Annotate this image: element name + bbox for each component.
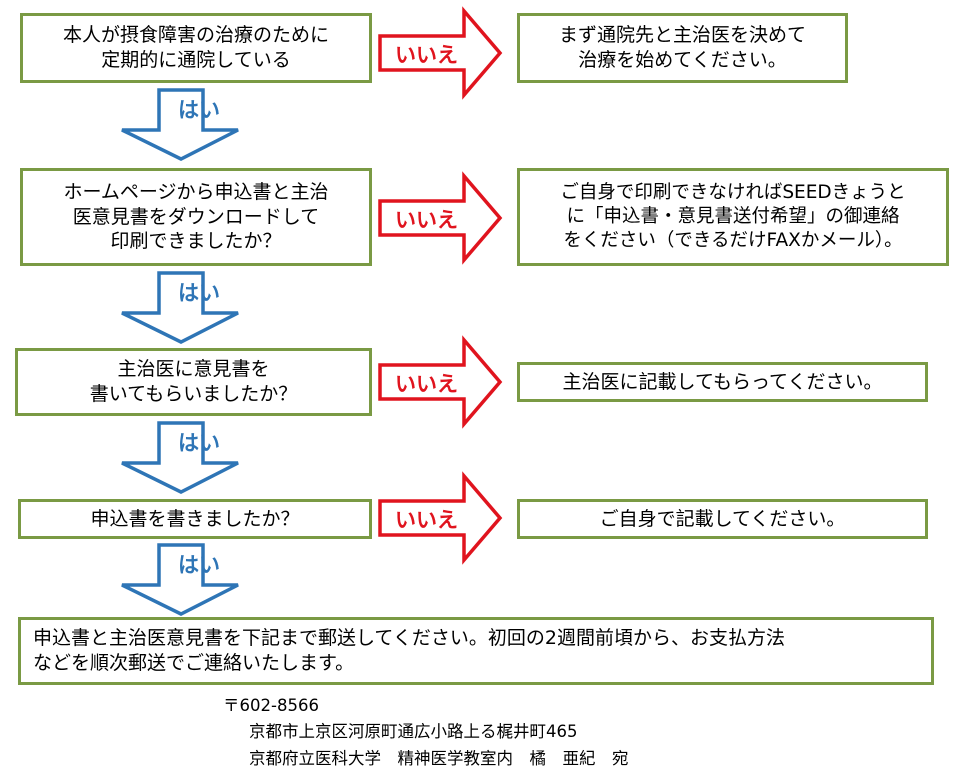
question-2-line-2: 医意見書をダウンロードして <box>72 205 320 228</box>
answer-box-3: 主治医に記載してもらってください。 <box>517 362 928 402</box>
question-box-1: 本人が摂食障害の治療のために 定期的に通院している <box>20 13 372 83</box>
question-box-2: ホームページから申込書と主治 医意見書をダウンロードして 印刷できましたか？ <box>20 168 372 266</box>
answer-1-line-1: まず通院先と主治医を決めて <box>558 24 806 47</box>
question-1-line-1: 本人が摂食障害の治療のために <box>62 24 329 47</box>
yes-label-3: はい <box>178 431 220 455</box>
final-line-2: などを順次郵送でご連絡いたします。 <box>33 652 355 674</box>
no-label-3: いいえ <box>395 372 458 396</box>
address-line-2: 京都府立医科大学 精神医学教室内 橘 亜紀 宛 <box>249 749 629 768</box>
question-4-line-1: 申込書を書きましたか？ <box>90 507 300 530</box>
question-2-line-3: 印刷できましたか？ <box>110 230 282 253</box>
answer-box-1: まず通院先と主治医を決めて 治療を始めてください。 <box>517 13 848 83</box>
yes-label-1: はい <box>178 98 220 122</box>
question-1-line-2: 定期的に通院している <box>101 49 291 71</box>
answer-2-line-1: ご自身で印刷できなければSEEDきょうと <box>560 181 906 203</box>
yes-label-4: はい <box>178 553 220 577</box>
address-line-1: 京都市上京区河原町通広小路上る梶井町465 <box>249 722 578 741</box>
no-label-2: いいえ <box>395 208 458 232</box>
final-line-1: 申込書と主治医意見書を下記まで郵送してください。初回の2週間前頃から、お支払方法 <box>33 627 785 650</box>
question-2-line-1: ホームページから申込書と主治 <box>63 180 329 203</box>
no-arrow-2 <box>378 171 503 265</box>
question-box-3: 主治医に意見書を 書いてもらいましたか？ <box>15 348 372 416</box>
no-arrow-3 <box>378 335 503 429</box>
yes-label-2: はい <box>178 281 220 305</box>
yes-arrow-4 <box>121 543 239 616</box>
answer-1-line-2: 治療を始めてください。 <box>578 49 787 71</box>
yes-arrow-1 <box>121 88 239 161</box>
yes-arrow-3 <box>121 421 239 494</box>
no-label-1: いいえ <box>395 43 458 67</box>
question-3-line-1: 主治医に意見書を <box>117 358 270 381</box>
no-arrow-1 <box>378 6 503 100</box>
question-box-4: 申込書を書きましたか？ <box>18 499 372 539</box>
answer-2-line-3: をください（できるだけFAXかメール）。 <box>563 230 903 252</box>
final-box: 申込書と主治医意見書を下記まで郵送してください。初回の2週間前頃から、お支払方法… <box>18 617 934 685</box>
question-3-line-2: 書いてもらいましたか？ <box>89 383 298 405</box>
no-arrow-4 <box>378 471 503 565</box>
yes-arrow-2 <box>121 271 239 344</box>
answer-box-4: ご自身で記載してください。 <box>517 499 928 539</box>
answer-box-2: ご自身で印刷できなければSEEDきょうと に「申込書・意見書送付希望」の御連絡 … <box>517 168 949 266</box>
answer-4-line-1: ご自身で記載してください。 <box>599 507 846 530</box>
address-postal: 〒602-8566 <box>223 696 319 715</box>
no-label-4: いいえ <box>395 508 458 532</box>
answer-3-line-1: 主治医に記載してもらってください。 <box>562 370 883 393</box>
answer-2-line-2: に「申込書・意見書送付希望」の御連絡 <box>566 205 900 227</box>
